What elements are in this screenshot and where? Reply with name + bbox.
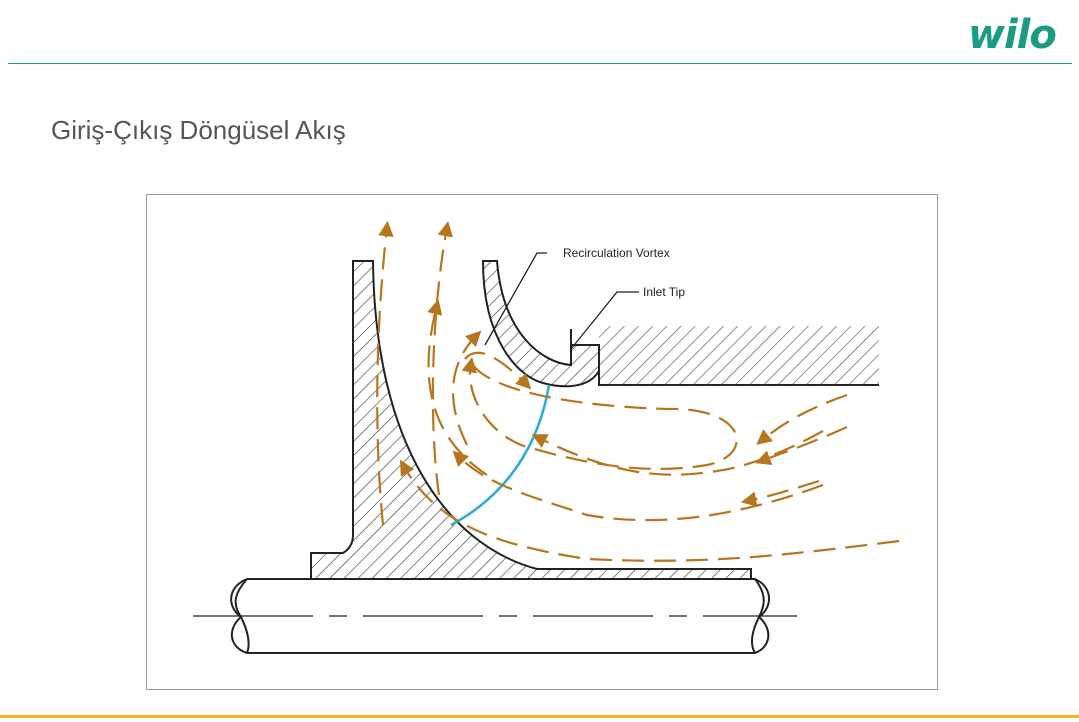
diagram-svg: Recirculation Vortex Inlet Tip [193, 220, 900, 654]
wilo-logo: wilo [968, 12, 1057, 58]
recirculation-vortex-label: Recirculation Vortex [563, 246, 670, 260]
impeller-shroud [481, 260, 600, 388]
label-leaders [484, 252, 639, 350]
hub-back-plate [310, 260, 752, 580]
blade-inlet-edge [450, 384, 551, 527]
footer-divider [0, 715, 1079, 718]
header-divider [8, 63, 1072, 64]
impeller-recirculation-diagram: Recirculation Vortex Inlet Tip [146, 194, 938, 690]
flow-arrows [376, 220, 900, 562]
shaft [193, 578, 797, 654]
casing-wall [570, 324, 879, 386]
slide-title: Giriş-Çıkış Döngüsel Akış [51, 115, 346, 145]
inlet-tip-label: Inlet Tip [643, 285, 685, 299]
